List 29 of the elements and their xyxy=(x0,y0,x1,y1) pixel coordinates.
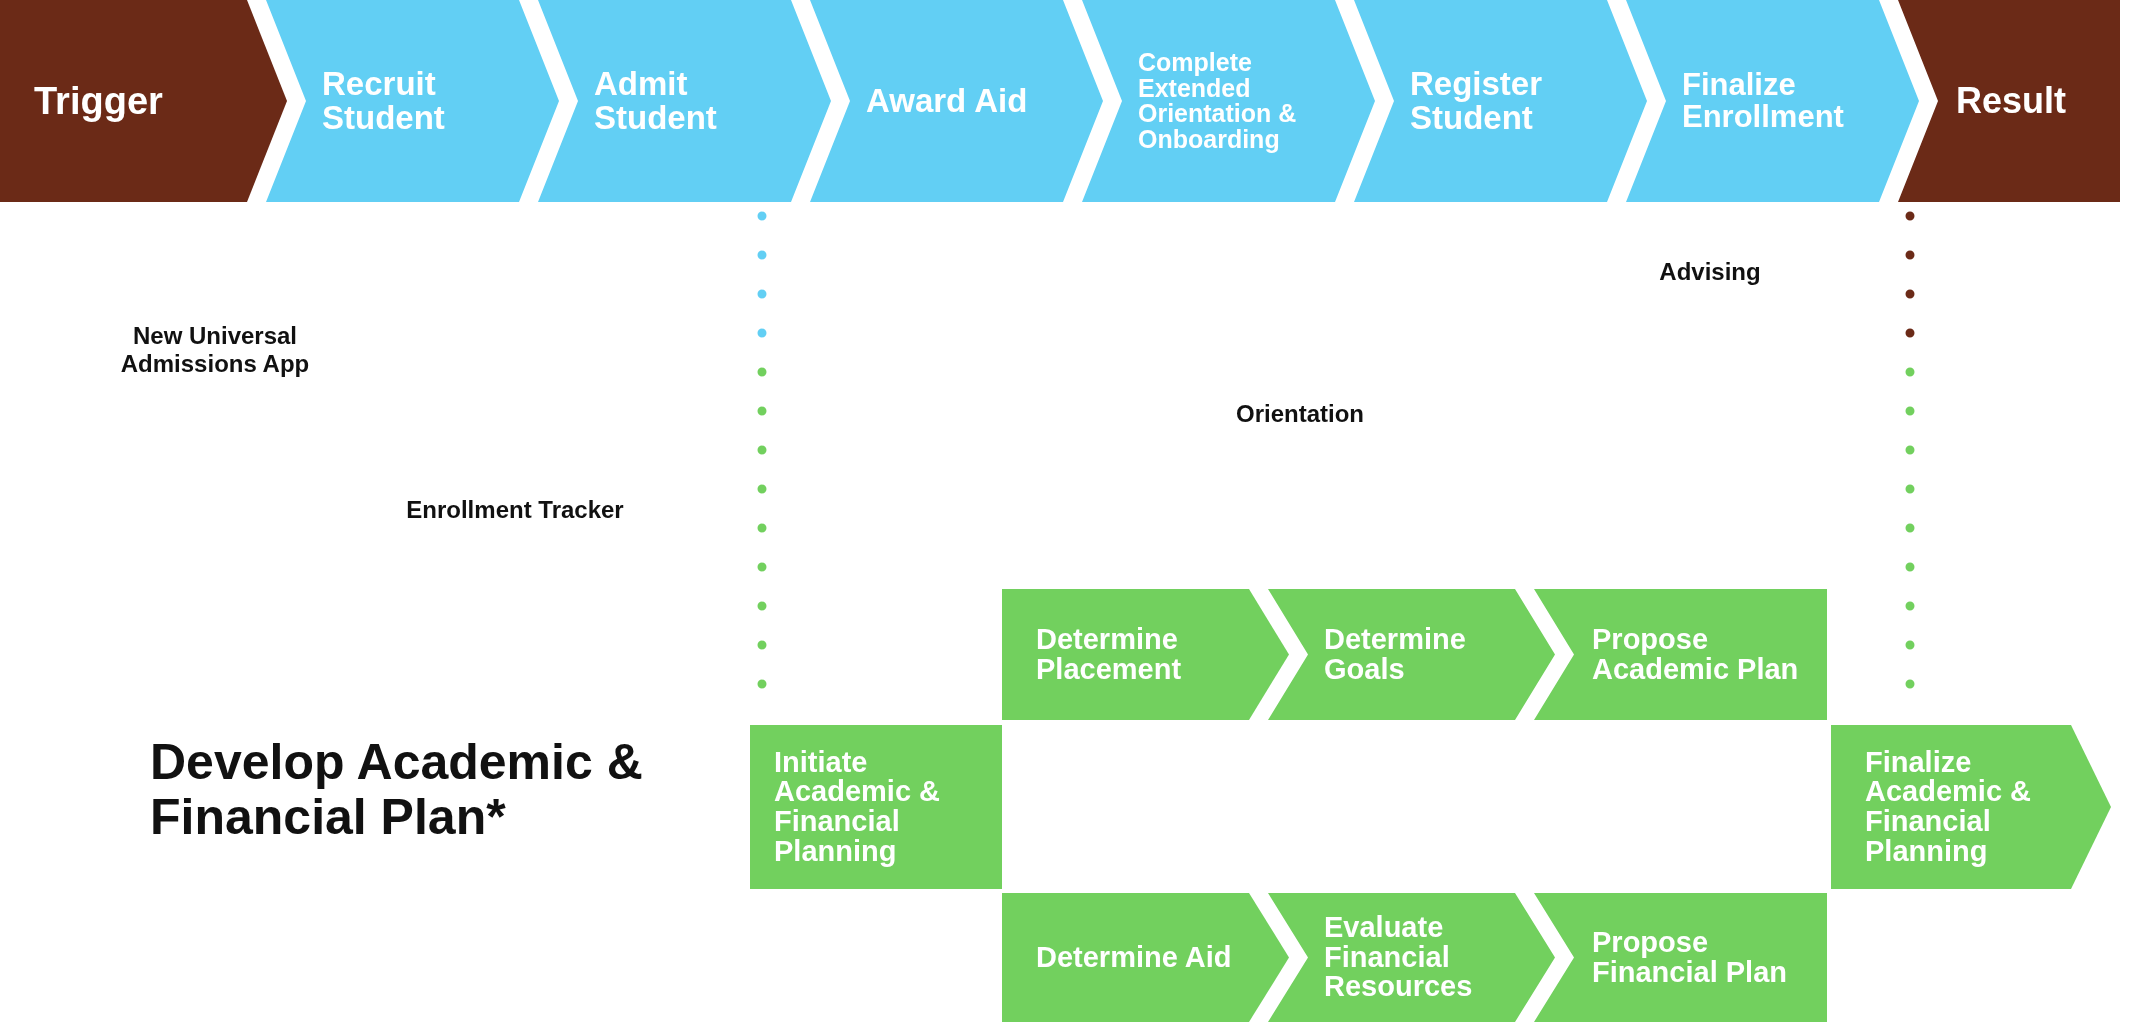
step-label: Trigger xyxy=(34,81,163,121)
annotation-text: New Universal Admissions App xyxy=(119,322,311,378)
step-label: Propose Financial Plan xyxy=(1592,927,1788,988)
step-label: Admit Student xyxy=(594,67,718,135)
step-label: Determine Goals xyxy=(1324,624,1467,685)
annotation-text: Enrollment Tracker xyxy=(405,496,625,524)
step-label: Evaluate Financial Resources xyxy=(1324,913,1474,1002)
step-label: Initiate Academic & Financial Planning xyxy=(774,747,941,867)
step-label: Determine Placement xyxy=(1036,624,1183,685)
step-label: Propose Academic Plan xyxy=(1592,624,1800,685)
step-label: Complete Extended Orientation & Onboarding xyxy=(1138,50,1298,152)
chevron-step xyxy=(1534,589,1827,720)
step-label: Determine Aid xyxy=(1036,942,1232,973)
chevron-step xyxy=(1002,589,1289,720)
title: Develop Academic & Financial Plan* xyxy=(150,735,644,845)
chevron-step xyxy=(0,0,287,202)
step-label: Register Student xyxy=(1410,67,1544,135)
step-label: Finalize Enrollment xyxy=(1682,69,1845,133)
chevron-step xyxy=(1831,725,2111,889)
step-label: Result xyxy=(1956,82,2067,120)
chevron-step xyxy=(750,725,1002,889)
chevron-step xyxy=(1534,893,1827,1022)
chevron-step xyxy=(1002,893,1289,1022)
step-label: Award Aid xyxy=(866,84,1028,118)
annotation-text: Orientation xyxy=(1235,400,1365,428)
step-label: Finalize Academic & Financial Planning xyxy=(1865,747,2032,867)
chevron-step xyxy=(1898,0,2120,202)
annotation-text: Advising xyxy=(1658,258,1762,286)
step-label: Recruit Student xyxy=(322,67,446,135)
